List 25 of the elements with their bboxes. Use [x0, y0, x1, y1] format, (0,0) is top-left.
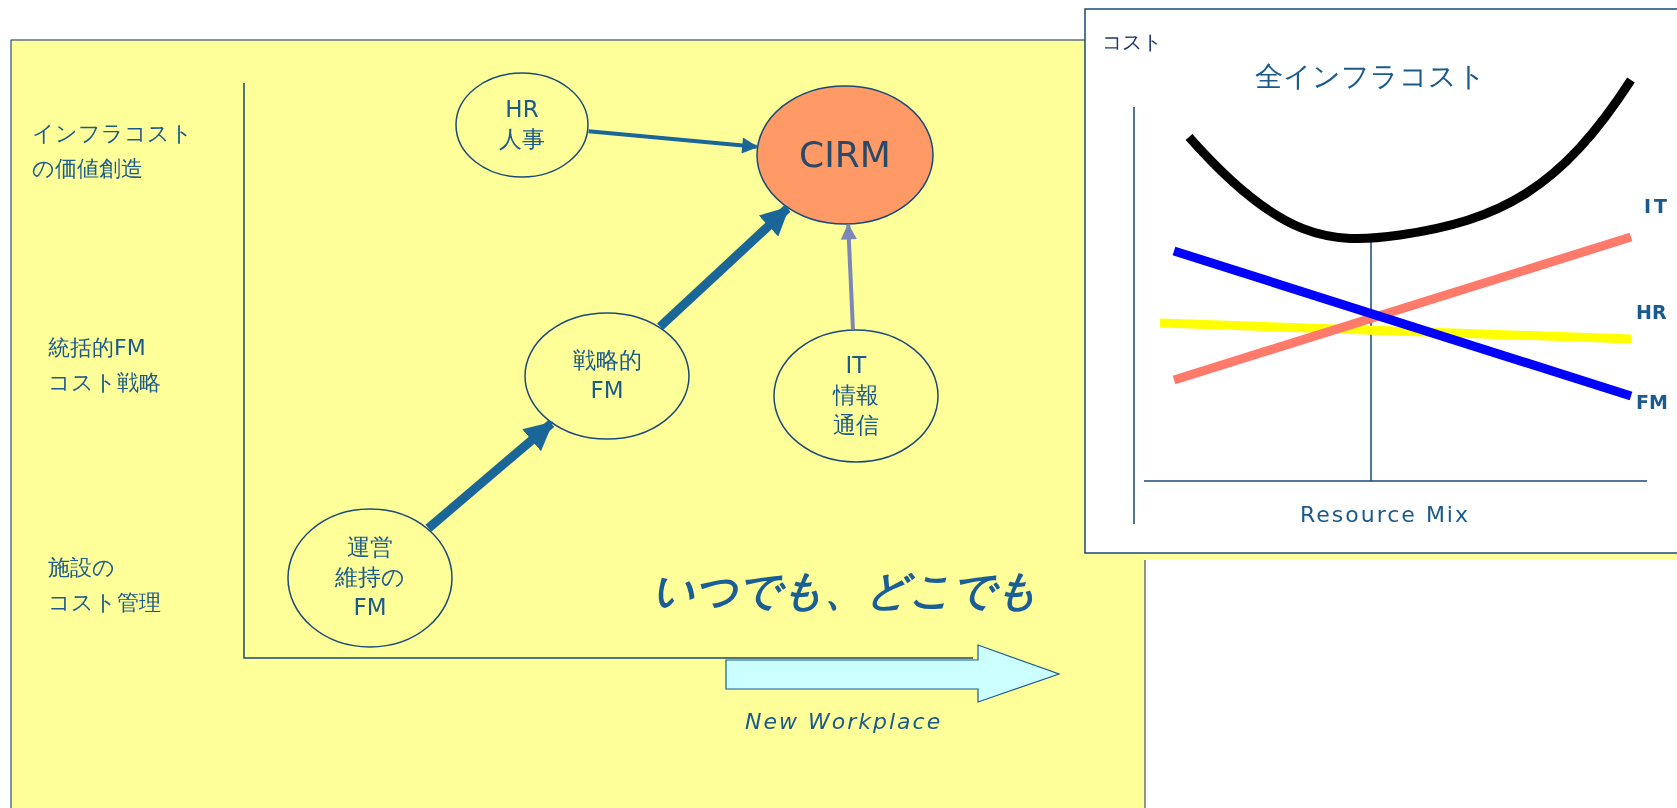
row-label: 施設のコスト管理 — [48, 554, 161, 618]
row-label: インフラコストの価値創造 — [32, 120, 193, 184]
arrow — [588, 129, 759, 154]
line-label: IT — [1644, 194, 1671, 219]
slogan-text: いつでも、どこでも — [652, 566, 1038, 617]
ellipse-node — [773, 329, 939, 463]
node-label: CIRM — [799, 132, 891, 177]
node-label: HR人事 — [499, 95, 545, 154]
ellipse-node — [455, 72, 589, 178]
ellipse-node — [524, 312, 690, 440]
chart-title: 全インフラコスト — [1255, 59, 1486, 95]
arrow — [656, 205, 791, 331]
axis-title: Resource Mix — [1300, 501, 1470, 529]
node-label: IT情報通信 — [833, 351, 879, 440]
line-label: FM — [1636, 390, 1668, 415]
ellipse-node — [756, 85, 934, 225]
row-label: 統括的FMコスト戦略 — [48, 334, 161, 398]
node-label: 運営維持のFM — [335, 533, 405, 622]
arrow-caption: New Workplace — [745, 708, 943, 736]
line-label: HR — [1636, 300, 1667, 325]
ellipse-node — [287, 508, 453, 648]
node-label: 戦略的FM — [572, 346, 642, 405]
arrow — [425, 420, 555, 532]
arrow — [840, 223, 857, 330]
axis-title: コスト — [1102, 29, 1162, 56]
